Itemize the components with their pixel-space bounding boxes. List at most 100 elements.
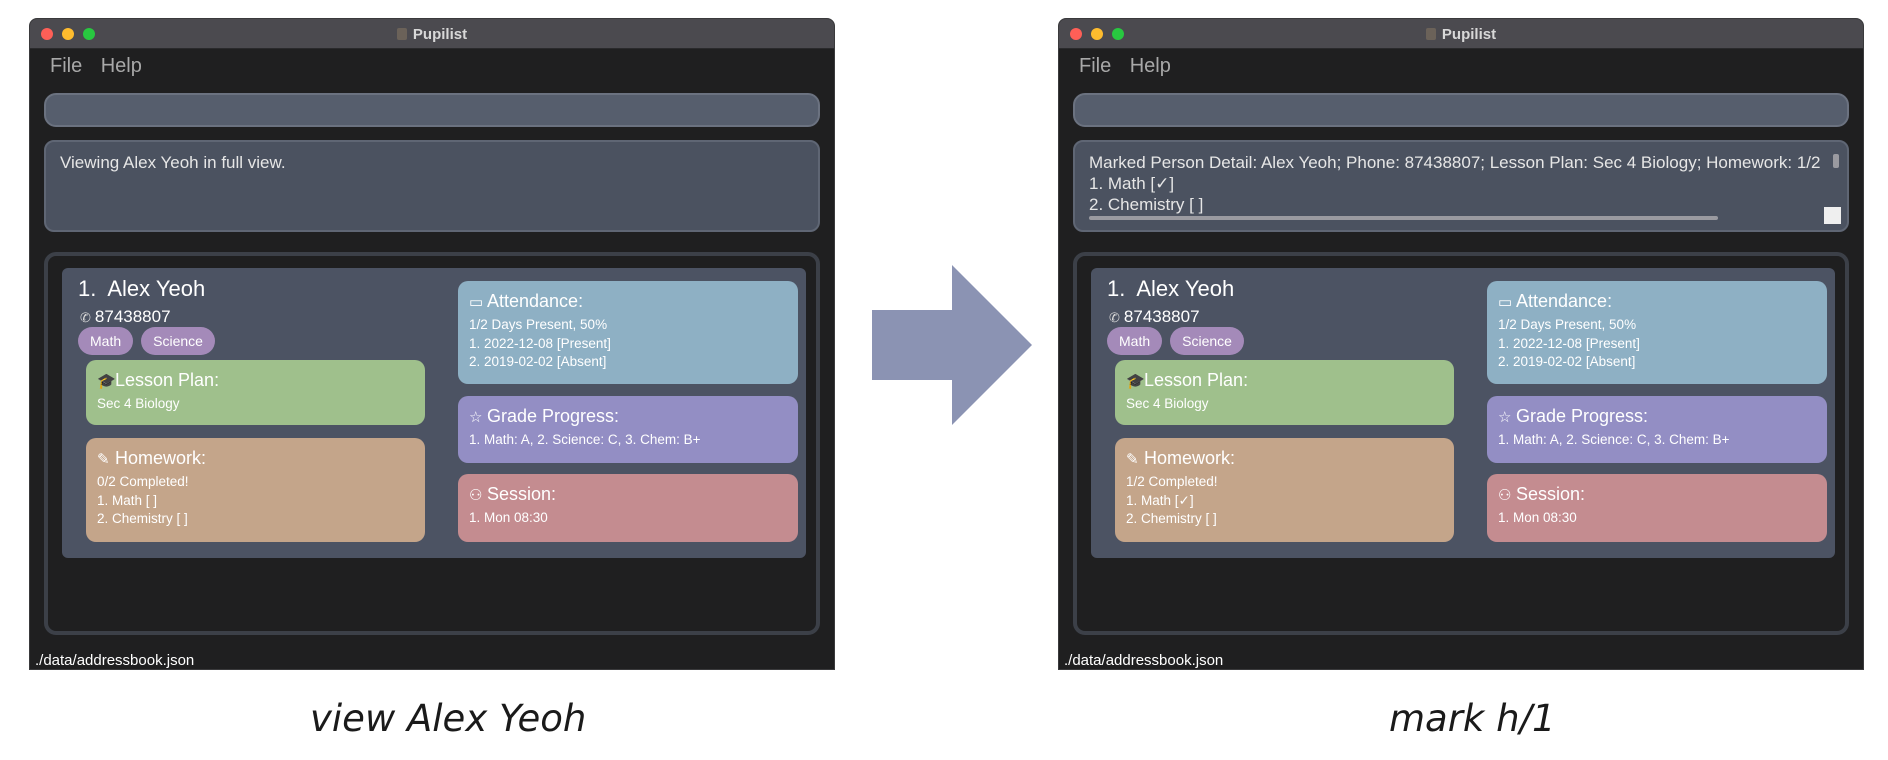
app-window-left: Pupilist File Help Viewing Alex Yeoh in … <box>30 19 834 669</box>
session-panel: ⚇Session: 1. Mon 08:30 <box>1487 474 1827 542</box>
grade-progress-line: 1. Math: A, 2. Science: C, 3. Chem: B+ <box>1498 432 1730 447</box>
homework-line: 2. Chemistry [ ] <box>1126 511 1217 526</box>
graduation-cap-icon: 🎓 <box>97 373 116 390</box>
graduation-cap-icon: 🎓 <box>1126 373 1145 390</box>
attendance-title: ▭Attendance: <box>1498 291 1613 311</box>
attendance-line: 2. 2019-02-02 [Absent] <box>1498 354 1636 369</box>
result-line: 1. Math [✓] <box>1089 174 1175 193</box>
status-bar-path: ./data/addressbook.json <box>1064 652 1224 669</box>
result-line: Marked Person Detail: Alex Yeoh; Phone: … <box>1089 153 1821 172</box>
scroll-corner <box>1824 207 1841 224</box>
horizontal-scrollbar[interactable] <box>1089 216 1718 220</box>
window-title: Pupilist <box>1059 26 1863 43</box>
app-icon <box>1425 28 1436 40</box>
maximize-window-button[interactable] <box>83 28 95 40</box>
calendar-icon: ▭ <box>1498 294 1513 311</box>
result-line: Viewing Alex Yeoh in full view. <box>60 153 286 172</box>
command-input[interactable] <box>1073 93 1849 127</box>
session-panel: ⚇Session: 1. Mon 08:30 <box>458 474 798 542</box>
pencil-icon: ✎ <box>97 451 110 468</box>
grade-progress-panel: ☆Grade Progress: 1. Math: A, 2. Science:… <box>458 396 798 463</box>
app-window-right: Pupilist File Help Marked Person Detail:… <box>1059 19 1863 669</box>
homework-title: ✎Homework: <box>1126 448 1236 468</box>
attendance-line: 2. 2019-02-02 [Absent] <box>469 354 607 369</box>
star-icon: ☆ <box>469 409 483 426</box>
lesson-plan-title: 🎓Lesson Plan: <box>1126 370 1249 390</box>
attendance-panel: ▭Attendance: 1/2 Days Present, 50% 1. 20… <box>458 281 798 384</box>
grade-progress-panel: ☆Grade Progress: 1. Math: A, 2. Science:… <box>1487 396 1827 463</box>
menu-bar: File Help <box>50 55 156 78</box>
lesson-plan-line: Sec 4 Biology <box>1126 396 1209 411</box>
homework-line: 1. Math [ ] <box>97 492 158 508</box>
phone-icon: ✆ <box>80 310 91 325</box>
person-phone: ✆87438807 <box>80 307 171 326</box>
caption-right: mark h/1 <box>1389 697 1556 740</box>
grade-progress-line: 1. Math: A, 2. Science: C, 3. Chem: B+ <box>469 432 701 447</box>
status-bar-path: ./data/addressbook.json <box>35 652 195 669</box>
lesson-plan-panel: 🎓Lesson Plan: Sec 4 Biology <box>1115 360 1454 425</box>
close-window-button[interactable] <box>41 28 53 40</box>
session-title: ⚇Session: <box>469 484 557 504</box>
menu-help[interactable]: Help <box>100 55 142 77</box>
phone-icon: ✆ <box>1109 310 1120 325</box>
window-title: Pupilist <box>30 26 834 43</box>
attendance-line: 1. 2022-12-08 [Present] <box>1498 335 1640 351</box>
lesson-plan-title: 🎓Lesson Plan: <box>97 370 220 390</box>
maximize-window-button[interactable] <box>1112 28 1124 40</box>
homework-line: 2. Chemistry [ ] <box>97 511 188 526</box>
transition-arrow-icon <box>872 265 1032 425</box>
person-phone: ✆87438807 <box>1109 307 1200 326</box>
command-input[interactable] <box>44 93 820 127</box>
homework-line: 0/2 Completed! <box>97 474 189 489</box>
tag: Science <box>1170 327 1244 355</box>
people-icon: ⚇ <box>1498 487 1512 504</box>
minimize-window-button[interactable] <box>1091 28 1103 40</box>
lesson-plan-panel: 🎓Lesson Plan: Sec 4 Biology <box>86 360 425 425</box>
attendance-line: 1/2 Days Present, 50% <box>1498 317 1637 332</box>
tag: Math <box>78 327 134 355</box>
star-icon: ☆ <box>1498 409 1512 426</box>
attendance-line: 1/2 Days Present, 50% <box>469 317 608 332</box>
session-line: 1. Mon 08:30 <box>1498 510 1577 525</box>
homework-line: 1/2 Completed! <box>1126 474 1218 489</box>
person-name: 1. Alex Yeoh <box>1107 276 1235 301</box>
minimize-window-button[interactable] <box>62 28 74 40</box>
pencil-icon: ✎ <box>1126 451 1139 468</box>
grade-progress-title: ☆Grade Progress: <box>1498 406 1649 426</box>
attendance-line: 1. 2022-12-08 [Present] <box>469 335 611 351</box>
tag: Science <box>141 327 215 355</box>
tag: Math <box>1107 327 1163 355</box>
session-title: ⚇Session: <box>1498 484 1586 504</box>
title-bar[interactable]: Pupilist <box>1059 19 1863 49</box>
title-bar[interactable]: Pupilist <box>30 19 834 49</box>
homework-panel: ✎Homework: 1/2 Completed! 1. Math [✓] 2.… <box>1115 438 1454 542</box>
app-icon <box>396 28 407 40</box>
close-window-button[interactable] <box>1070 28 1082 40</box>
result-display: Viewing Alex Yeoh in full view. <box>44 140 820 232</box>
people-icon: ⚇ <box>469 487 483 504</box>
caption-left: view Alex Yeoh <box>310 697 587 740</box>
result-line: 2. Chemistry [ ] <box>1089 195 1204 214</box>
homework-line: 1. Math [✓] <box>1126 492 1194 508</box>
person-name: 1. Alex Yeoh <box>78 276 206 301</box>
result-display: Marked Person Detail: Alex Yeoh; Phone: … <box>1073 140 1849 232</box>
calendar-icon: ▭ <box>469 294 484 311</box>
menu-help[interactable]: Help <box>1129 55 1171 77</box>
attendance-panel: ▭Attendance: 1/2 Days Present, 50% 1. 20… <box>1487 281 1827 384</box>
attendance-title: ▭Attendance: <box>469 291 584 311</box>
homework-title: ✎Homework: <box>97 448 207 468</box>
vertical-scrollbar[interactable] <box>1833 154 1839 168</box>
menu-file[interactable]: File <box>50 55 83 77</box>
menu-bar: File Help <box>1079 55 1185 78</box>
homework-panel: ✎Homework: 0/2 Completed! 1. Math [ ] 2.… <box>86 438 425 542</box>
menu-file[interactable]: File <box>1079 55 1112 77</box>
session-line: 1. Mon 08:30 <box>469 510 548 525</box>
grade-progress-title: ☆Grade Progress: <box>469 406 620 426</box>
lesson-plan-line: Sec 4 Biology <box>97 396 180 411</box>
